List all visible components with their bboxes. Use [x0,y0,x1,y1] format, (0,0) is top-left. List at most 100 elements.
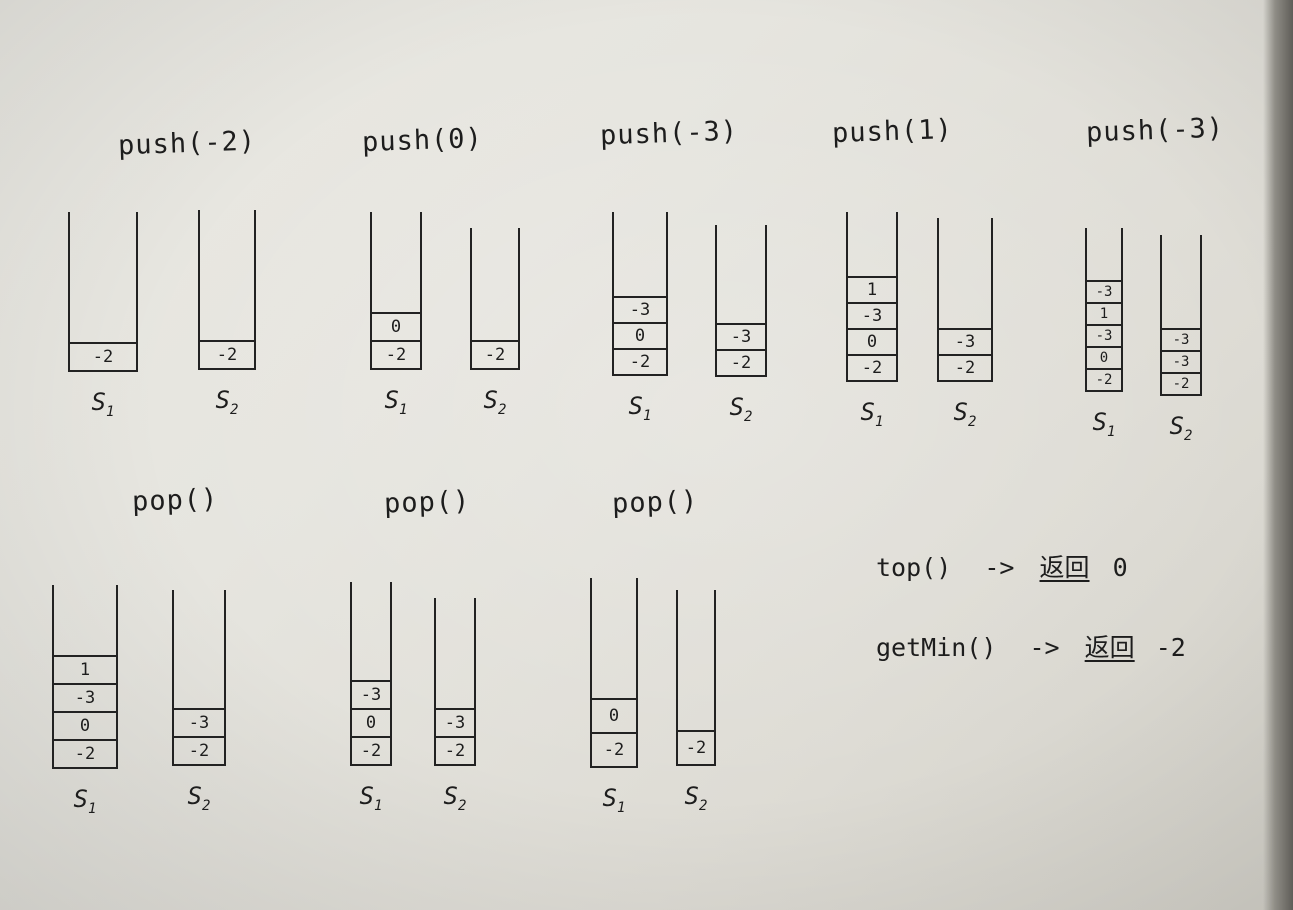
s2-stack-cell: -3 [174,708,224,736]
s1-stack-cell: -2 [372,340,420,368]
s1-stack-cell: -2 [592,732,636,766]
operation-label: push(-2) [117,125,257,162]
s2-label-letter: S [1169,412,1184,440]
s2-stack: -2-3 [715,225,767,377]
s2-label: S2 [425,782,485,814]
s1-stack-cell: -2 [54,739,116,767]
s1-label-subscript: 1 [374,797,383,814]
s2-stack-cell: -3 [939,328,991,354]
s1-label: S1 [842,398,902,430]
s1-label-letter: S [860,398,875,426]
top-call: top() [876,553,952,582]
getmin-call: getMin() [876,633,997,662]
s2-label-subscript: 2 [1184,427,1193,444]
getmin-return-value: -2 [1155,633,1186,662]
s2-stack: -2-3-3 [1160,235,1202,396]
s2-label-letter: S [953,398,968,426]
page-edge [1263,0,1293,910]
s2-stack: -2-3 [434,598,476,766]
getmin-note: getMin() -> 返回 -2 [876,628,1186,664]
s1-label-subscript: 1 [875,413,884,430]
s1-stack-cell: 0 [614,322,666,348]
s1-stack: -2 [68,212,138,372]
s2-stack-cell: -3 [436,708,474,736]
operation-label: push(-3) [1085,112,1225,149]
s1-stack-cell: -2 [614,348,666,374]
s1-stack-cell: -2 [1087,368,1121,390]
s1-label-letter: S [73,785,88,813]
operation-label: push(1) [831,113,954,150]
s2-label-subscript: 2 [230,401,239,418]
s1-stack-cell: 1 [54,655,116,683]
getmin-arrow: -> [1029,633,1060,662]
s1-label-letter: S [1092,408,1107,436]
operation-label: pop() [611,485,699,520]
s1-stack-cell: 0 [352,708,390,736]
s2-label-letter: S [187,782,202,810]
s2-stack: -2 [676,590,716,766]
s2-stack-cell: -3 [717,323,765,349]
s2-stack-cell: -2 [436,736,474,764]
s1-label: S1 [584,784,644,816]
s1-label: S1 [610,392,670,424]
s1-stack-cell: -3 [1087,280,1121,302]
s2-stack: -2-3 [172,590,226,766]
s1-stack-cell: -2 [848,354,896,380]
s2-stack-cell: -2 [717,349,765,375]
s1-stack-cell: 0 [592,698,636,732]
s2-label: S2 [711,393,771,425]
s2-stack-cell: -2 [1162,372,1200,394]
s1-stack-cell: 1 [1087,302,1121,324]
s1-label-subscript: 1 [617,799,626,816]
s1-label-letter: S [602,784,617,812]
s2-label-subscript: 2 [458,797,467,814]
s2-label: S2 [169,782,229,814]
s2-stack-cell: -3 [1162,328,1200,350]
s1-stack-cell: -3 [1087,324,1121,346]
s1-stack-cell: -3 [614,296,666,322]
s1-label: S1 [1074,408,1134,440]
s2-label-letter: S [443,782,458,810]
s2-stack: -2 [198,210,256,370]
s2-label-letter: S [483,386,498,414]
s1-stack-cell: 0 [54,711,116,739]
s1-label: S1 [341,782,401,814]
s1-stack-cell: -3 [352,680,390,708]
s1-stack-cell: 0 [372,312,420,340]
s1-stack-cell: 0 [1087,346,1121,368]
s1-label: S1 [73,388,133,420]
s2-label-subscript: 2 [744,408,753,425]
s2-label: S2 [197,386,257,418]
top-return-text: 返回 [1039,553,1090,582]
s1-label-letter: S [384,386,399,414]
s2-stack-cell: -2 [200,340,254,368]
s2-stack-cell: -2 [678,730,714,764]
s2-label-letter: S [215,386,230,414]
getmin-return-text: 返回 [1084,633,1135,662]
s1-stack-cell: 1 [848,276,896,302]
s1-label-letter: S [359,782,374,810]
s2-label-letter: S [729,393,744,421]
s2-label: S2 [465,386,525,418]
s2-label-subscript: 2 [699,797,708,814]
s2-stack: -2 [470,228,520,370]
s2-label-subscript: 2 [498,401,507,418]
s2-label: S2 [666,782,726,814]
operation-label: push(-3) [599,115,739,152]
s2-label-subscript: 2 [968,413,977,430]
s2-label-subscript: 2 [202,797,211,814]
s1-stack-cell: -3 [848,302,896,328]
s2-label: S2 [935,398,995,430]
s1-label-subscript: 1 [106,403,115,420]
s2-label-letter: S [684,782,699,810]
operation-label: pop() [131,483,219,518]
s2-stack-cell: -2 [174,736,224,764]
s2-stack-cell: -2 [472,340,518,368]
s1-label-subscript: 1 [399,401,408,418]
s1-label-subscript: 1 [643,407,652,424]
